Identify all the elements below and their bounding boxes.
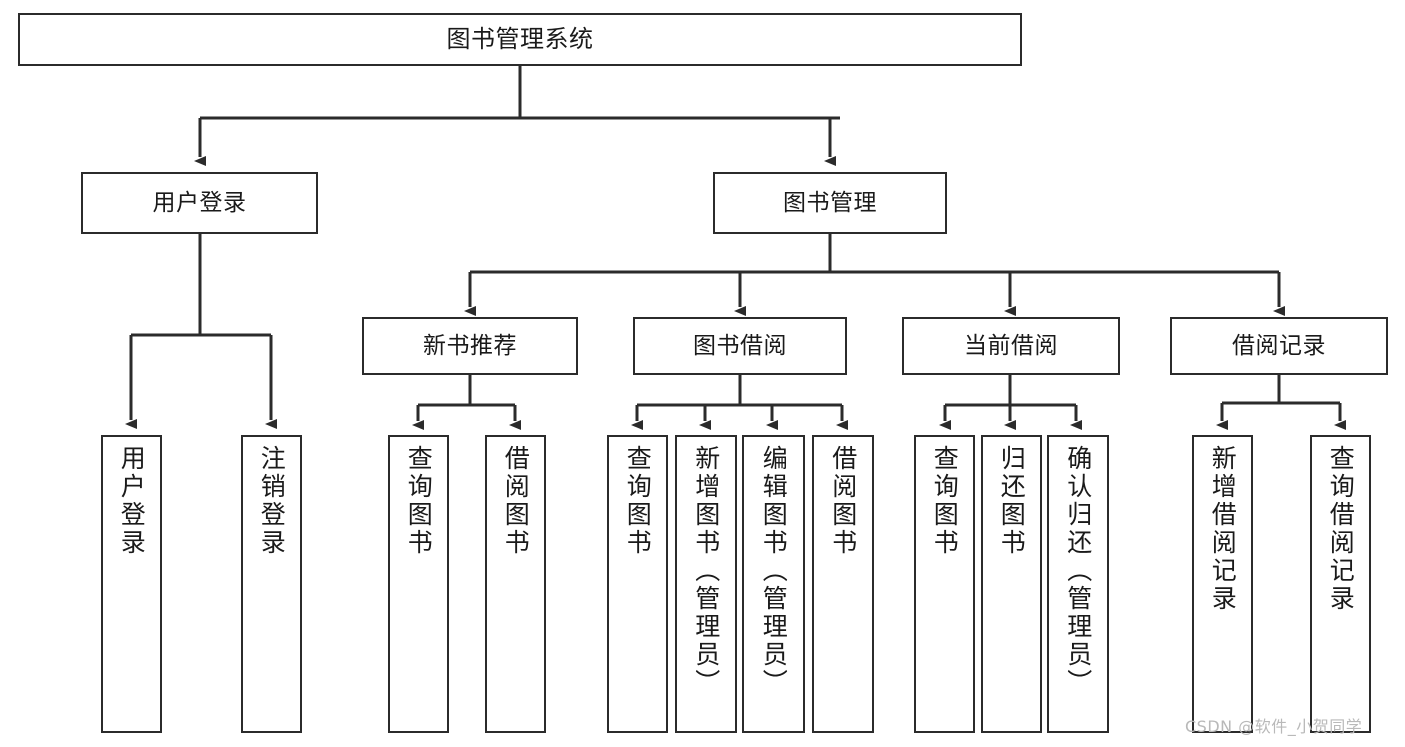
node-user-login[interactable]: 用户登录 <box>81 172 318 234</box>
node-leaf-query-book-1[interactable]: 查询图书 <box>388 435 449 733</box>
node-label: 借阅记录 <box>1232 332 1326 359</box>
node-label: 当前借阅 <box>964 332 1058 359</box>
node-label: 图书管理 <box>783 189 877 216</box>
node-label: 用户登录 <box>152 189 247 216</box>
node-label: 归还图书 <box>997 445 1027 557</box>
node-label: 新增借阅记录 <box>1208 445 1238 613</box>
node-leaf-confirm-return-admin[interactable]: 确认归还（管理员） <box>1047 435 1109 733</box>
node-label: 图书借阅 <box>693 332 787 359</box>
node-leaf-query-borrow-record[interactable]: 查询借阅记录 <box>1310 435 1371 733</box>
edge-group-user-login <box>125 234 277 429</box>
node-label: 查询图书 <box>623 445 653 557</box>
edge-group-borrow-record <box>1216 375 1346 430</box>
edge-group-current-borrow <box>939 375 1082 430</box>
node-leaf-borrow-book-2[interactable]: 借阅图书 <box>812 435 874 733</box>
edge-group-new-book <box>412 375 521 430</box>
node-leaf-logout[interactable]: 注销登录 <box>241 435 302 733</box>
node-label: 注销登录 <box>257 445 287 557</box>
node-leaf-query-book-2[interactable]: 查询图书 <box>607 435 668 733</box>
node-leaf-edit-book-admin[interactable]: 编辑图书（管理员） <box>742 435 805 733</box>
node-leaf-add-book-admin[interactable]: 新增图书（管理员） <box>675 435 737 733</box>
edge-group-root <box>194 66 840 166</box>
node-label: 借阅图书 <box>828 445 858 557</box>
node-root-system[interactable]: 图书管理系统 <box>18 13 1022 66</box>
node-book-borrow[interactable]: 图书借阅 <box>633 317 847 375</box>
node-borrow-record[interactable]: 借阅记录 <box>1170 317 1388 375</box>
node-label: 查询图书 <box>930 445 960 557</box>
node-new-book-recommend[interactable]: 新书推荐 <box>362 317 578 375</box>
node-label: 用户登录 <box>117 445 147 557</box>
node-book-management[interactable]: 图书管理 <box>713 172 947 234</box>
edge-group-book-manage <box>464 234 1285 316</box>
node-label: 编辑图书（管理员） <box>759 445 789 697</box>
node-leaf-borrow-book-1[interactable]: 借阅图书 <box>485 435 546 733</box>
node-label: 新增图书（管理员） <box>691 445 721 697</box>
node-leaf-query-book-3[interactable]: 查询图书 <box>914 435 975 733</box>
node-label: 新书推荐 <box>423 332 517 359</box>
watermark-text: CSDN @软件_小贺同学 <box>1185 717 1363 736</box>
node-label: 查询借阅记录 <box>1326 445 1356 613</box>
node-label: 借阅图书 <box>501 445 531 557</box>
edge-group-borrow <box>631 375 848 430</box>
node-leaf-user-login[interactable]: 用户登录 <box>101 435 162 733</box>
node-current-borrow[interactable]: 当前借阅 <box>902 317 1120 375</box>
node-leaf-add-borrow-record[interactable]: 新增借阅记录 <box>1192 435 1253 733</box>
node-leaf-return-book[interactable]: 归还图书 <box>981 435 1042 733</box>
node-label: 查询图书 <box>404 445 434 557</box>
node-label: 确认归还（管理员） <box>1063 445 1093 697</box>
node-label: 图书管理系统 <box>446 24 594 53</box>
